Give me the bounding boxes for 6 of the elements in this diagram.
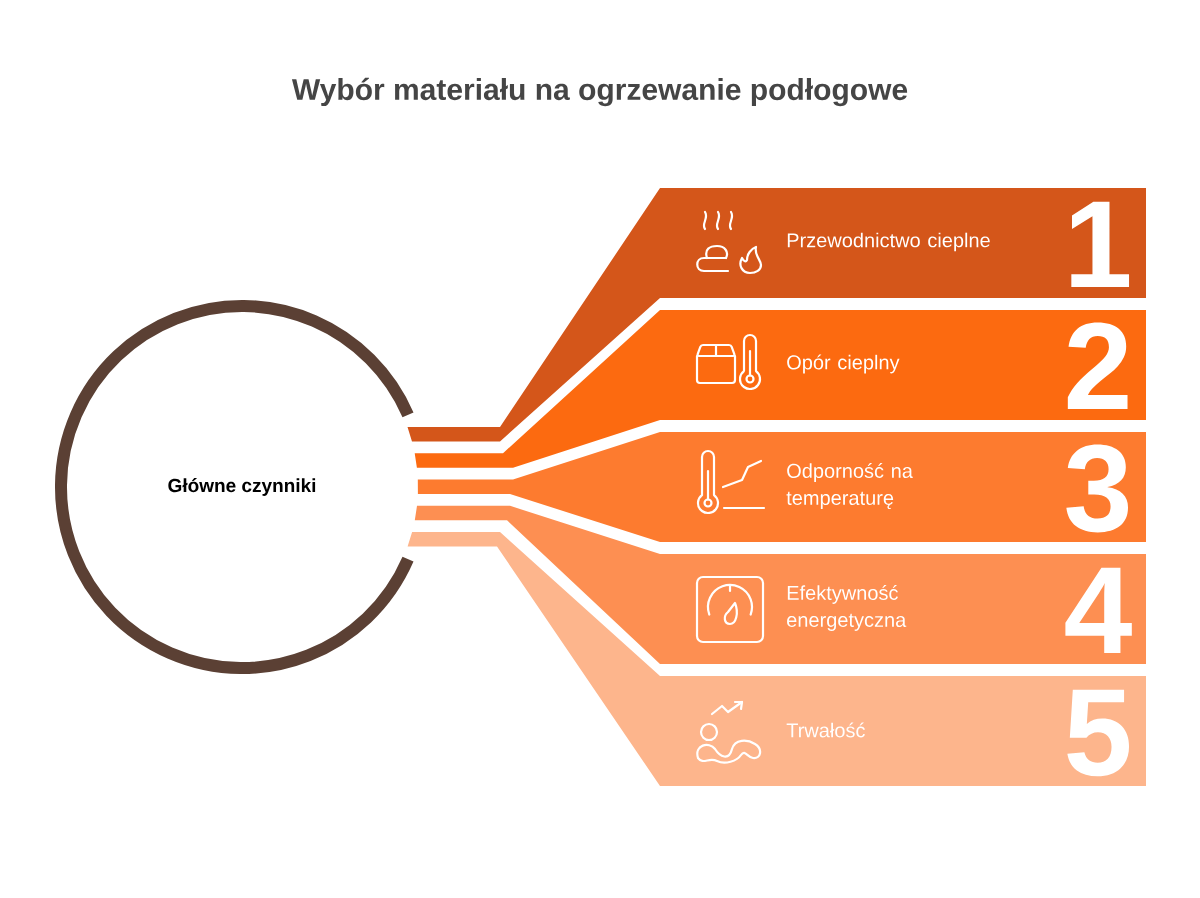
step-number: 2 xyxy=(1067,322,1128,409)
step-number: 1 xyxy=(1071,201,1130,287)
step-number: 4 xyxy=(1065,567,1132,653)
step-number: 3 xyxy=(1066,444,1128,533)
step-number: 5 xyxy=(1067,689,1130,777)
title: Wybór materiału na ogrzewanie podłogowe xyxy=(291,77,908,107)
